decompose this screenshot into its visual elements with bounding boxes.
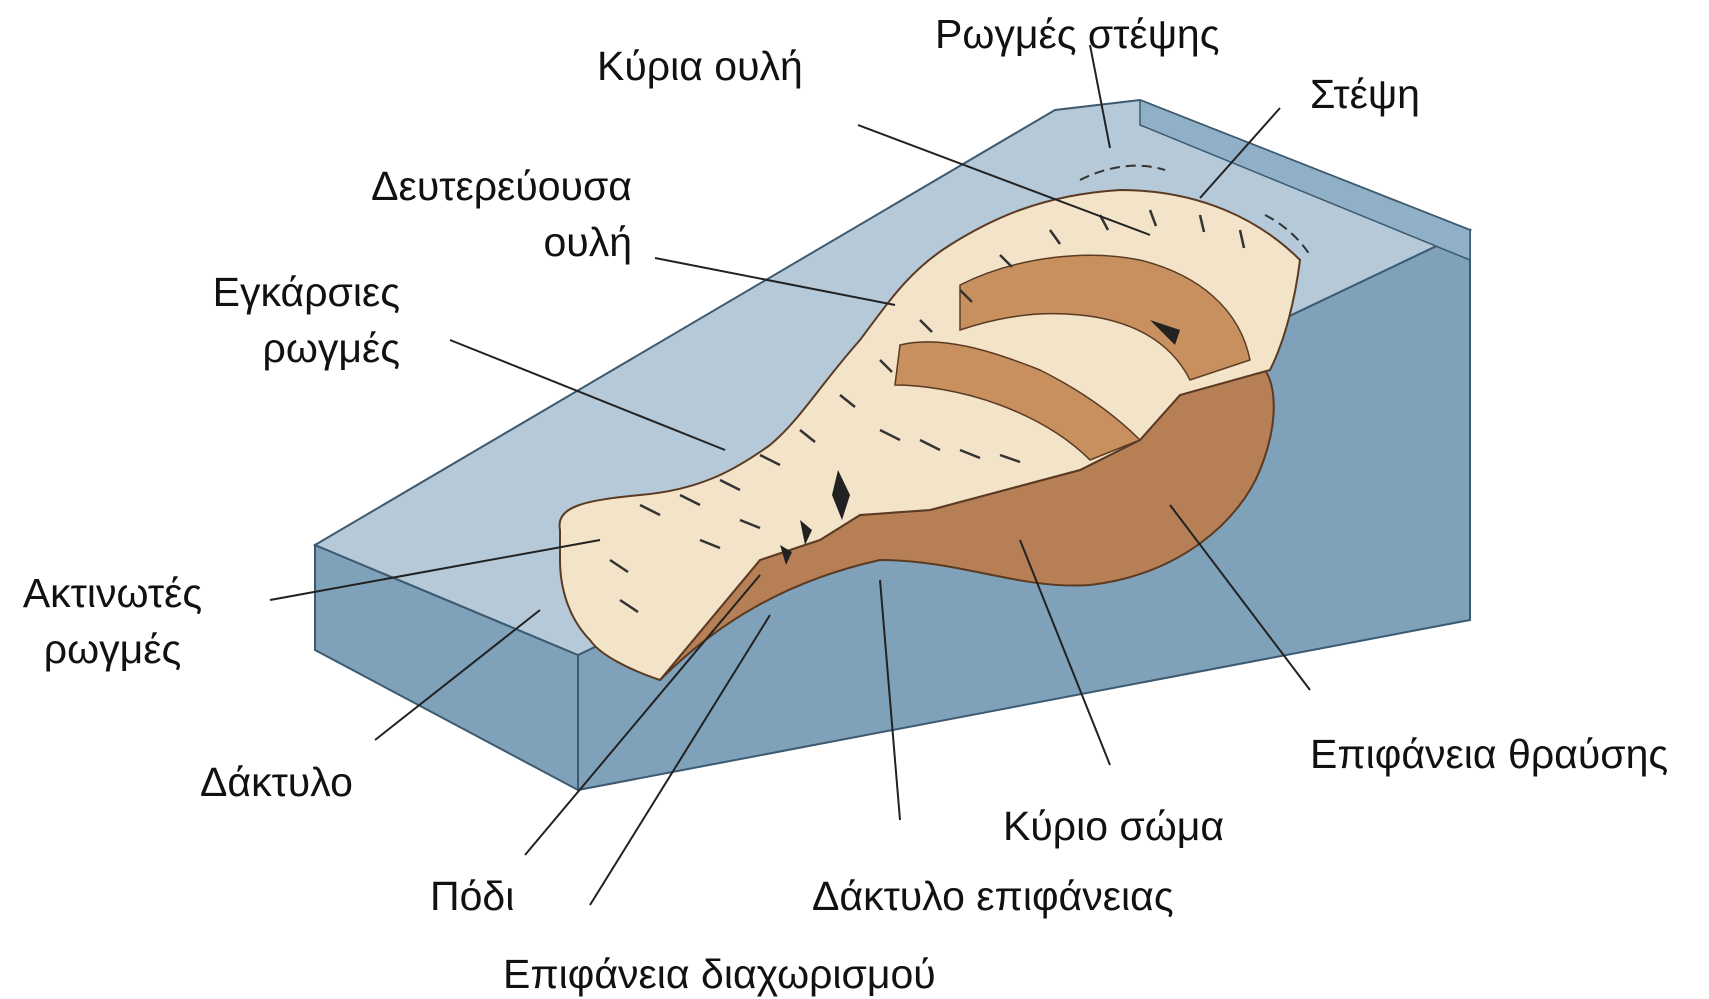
label-foot: Πόδι	[430, 868, 514, 924]
label-crown-cracks: Ρωγμές στέψης	[935, 6, 1219, 62]
label-transverse-cracks-line1: Εγκάρσιες	[180, 264, 400, 320]
label-surface-of-rupture: Επιφάνεια θραύσης	[1310, 726, 1668, 782]
label-minor-scarp-line1: Δευτερεύουσα	[320, 158, 632, 214]
label-radial-cracks-line1: Ακτινωτές	[10, 565, 215, 621]
label-main-body: Κύριο σώμα	[1003, 798, 1224, 854]
label-crown: Στέψη	[1310, 66, 1420, 122]
label-toe-of-surface-of-rupture: Δάκτυλο επιφάνειας	[812, 868, 1174, 924]
label-transverse-cracks-line2: ρωγμές	[180, 320, 400, 376]
label-toe: Δάκτυλο	[200, 754, 353, 810]
label-minor-scarp-line2: ουλή	[320, 214, 632, 270]
label-separation-surface: Επιφάνεια διαχωρισμού	[503, 946, 936, 999]
label-radial-cracks-line2: ρωγμές	[10, 621, 215, 677]
label-main-scarp: Κύρια ουλή	[597, 38, 803, 94]
